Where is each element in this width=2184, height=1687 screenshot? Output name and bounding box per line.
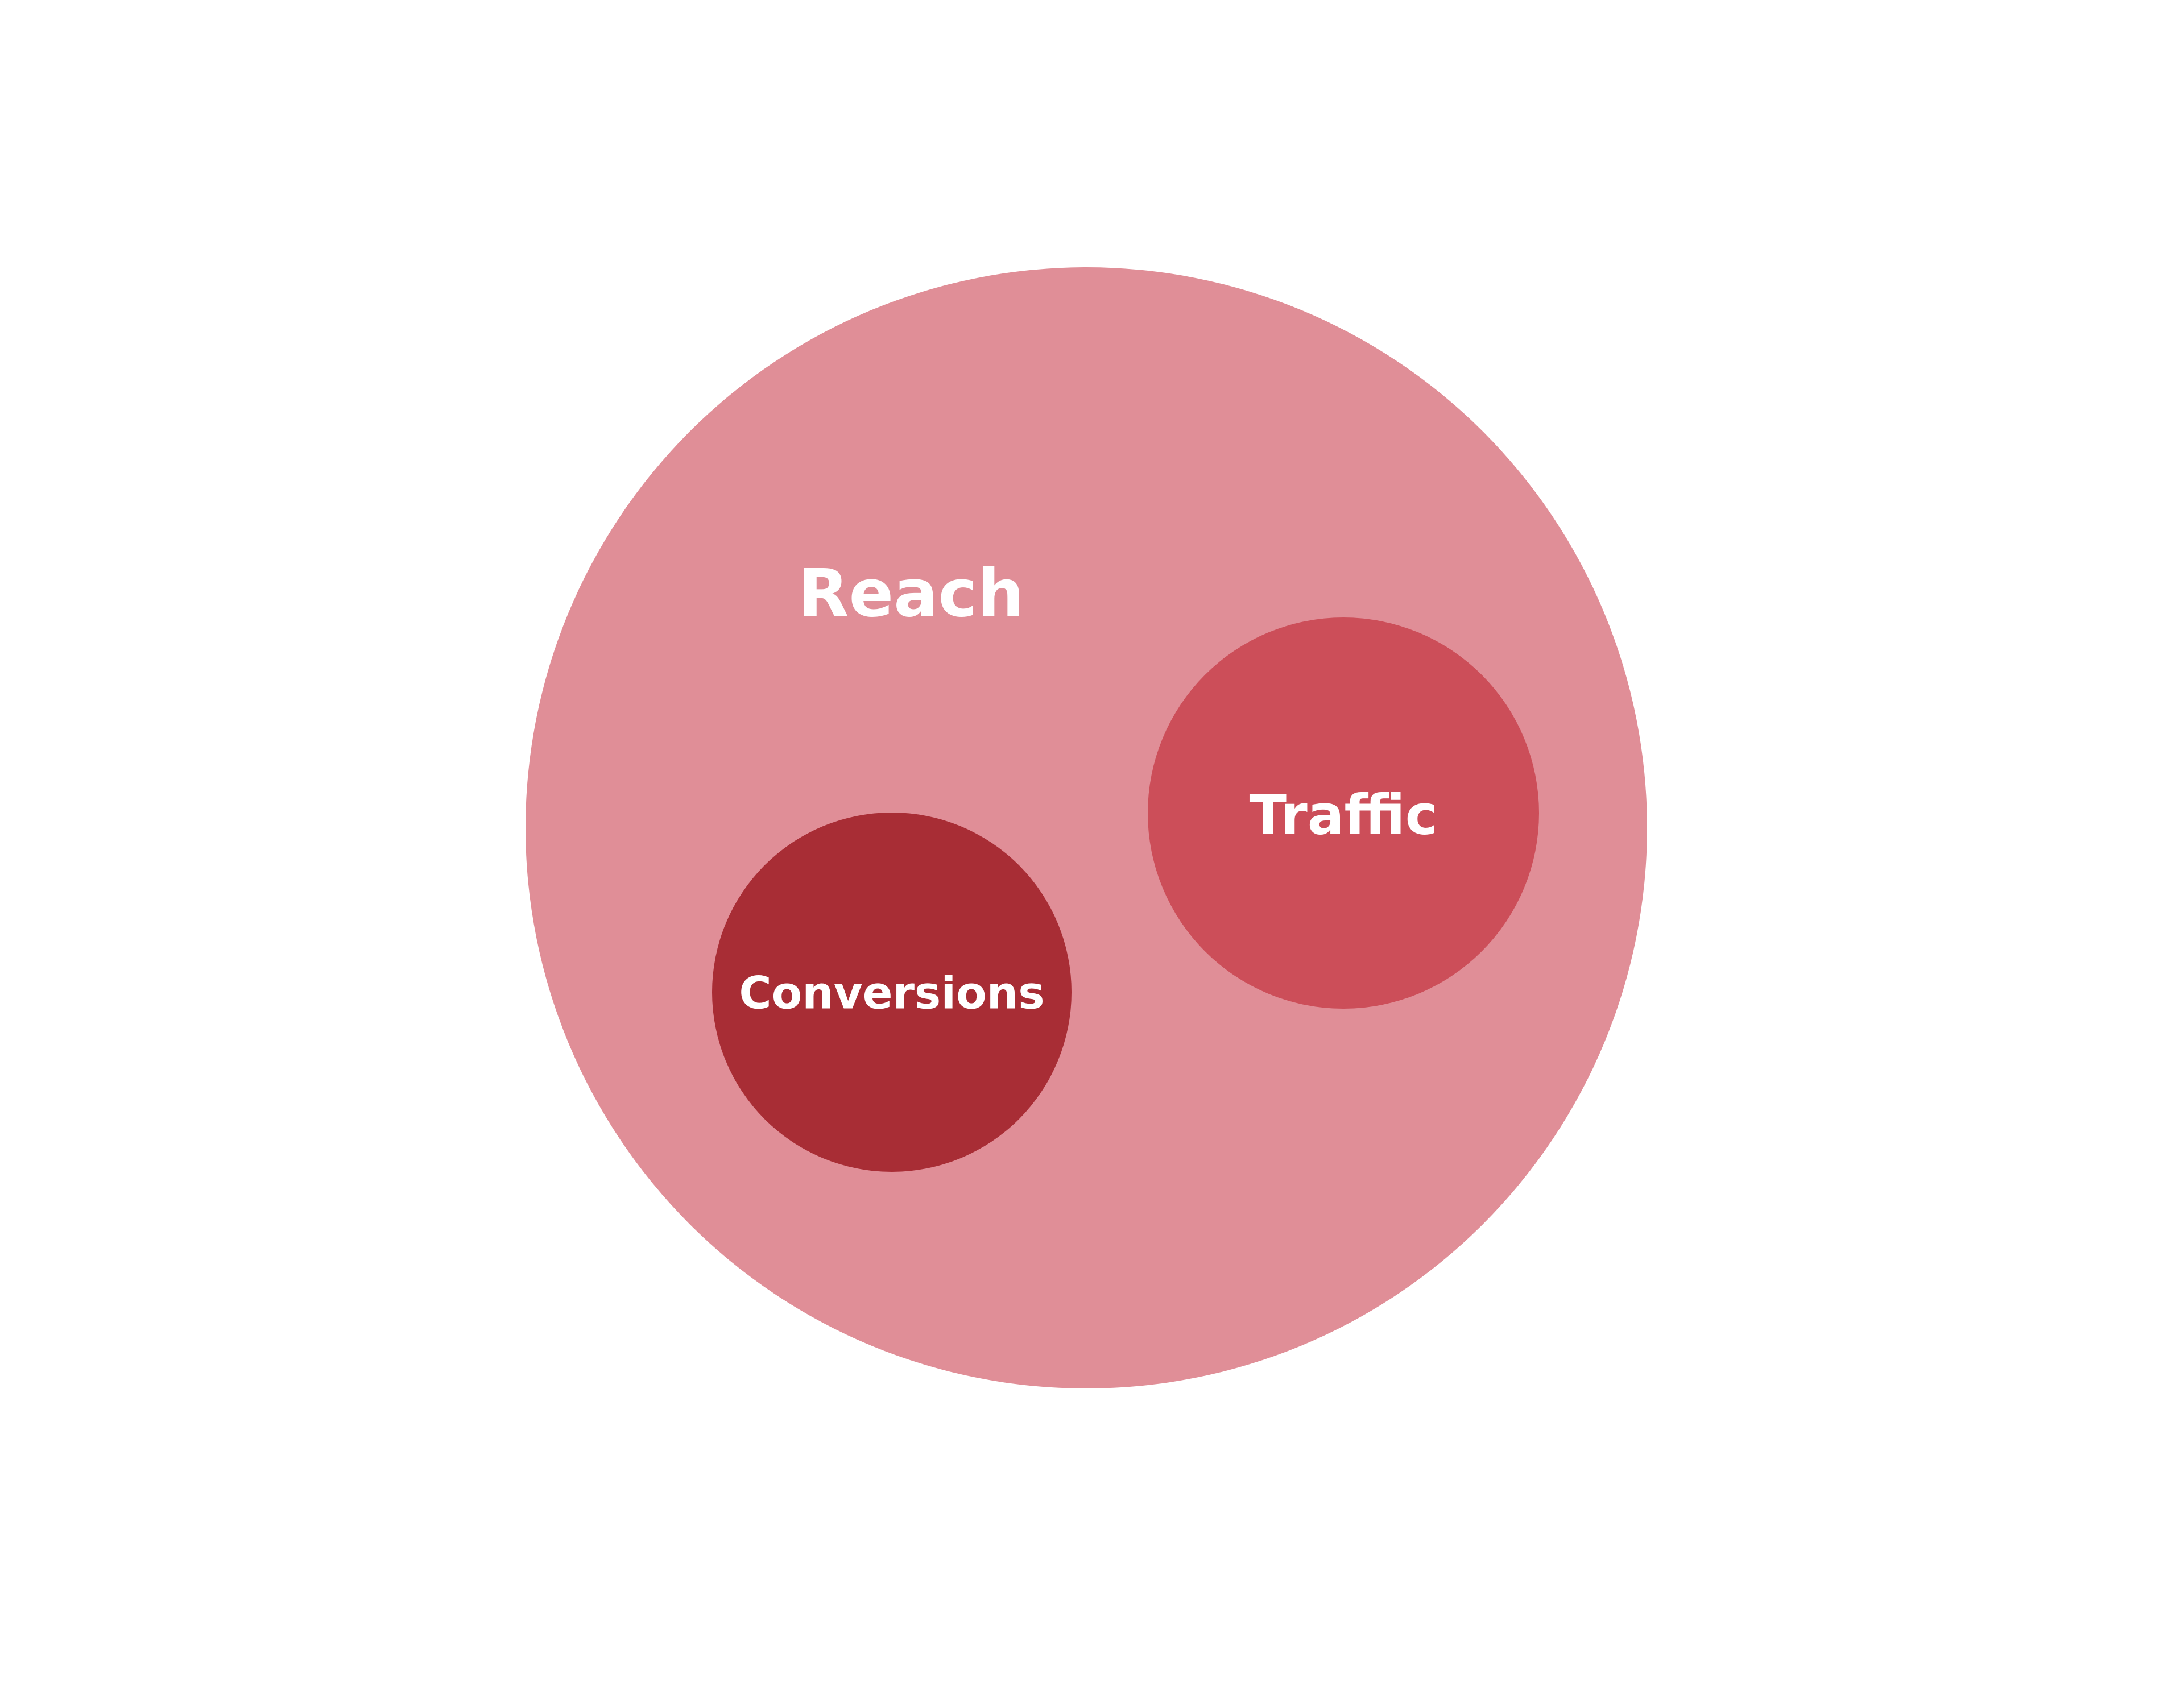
traffic-label: Traffic bbox=[1249, 783, 1437, 847]
reach-label: Reach bbox=[798, 556, 1024, 632]
traffic-circle bbox=[1148, 617, 1539, 1009]
conversions-circle bbox=[712, 813, 1072, 1172]
conversions-label: Conversions bbox=[739, 968, 1044, 1019]
